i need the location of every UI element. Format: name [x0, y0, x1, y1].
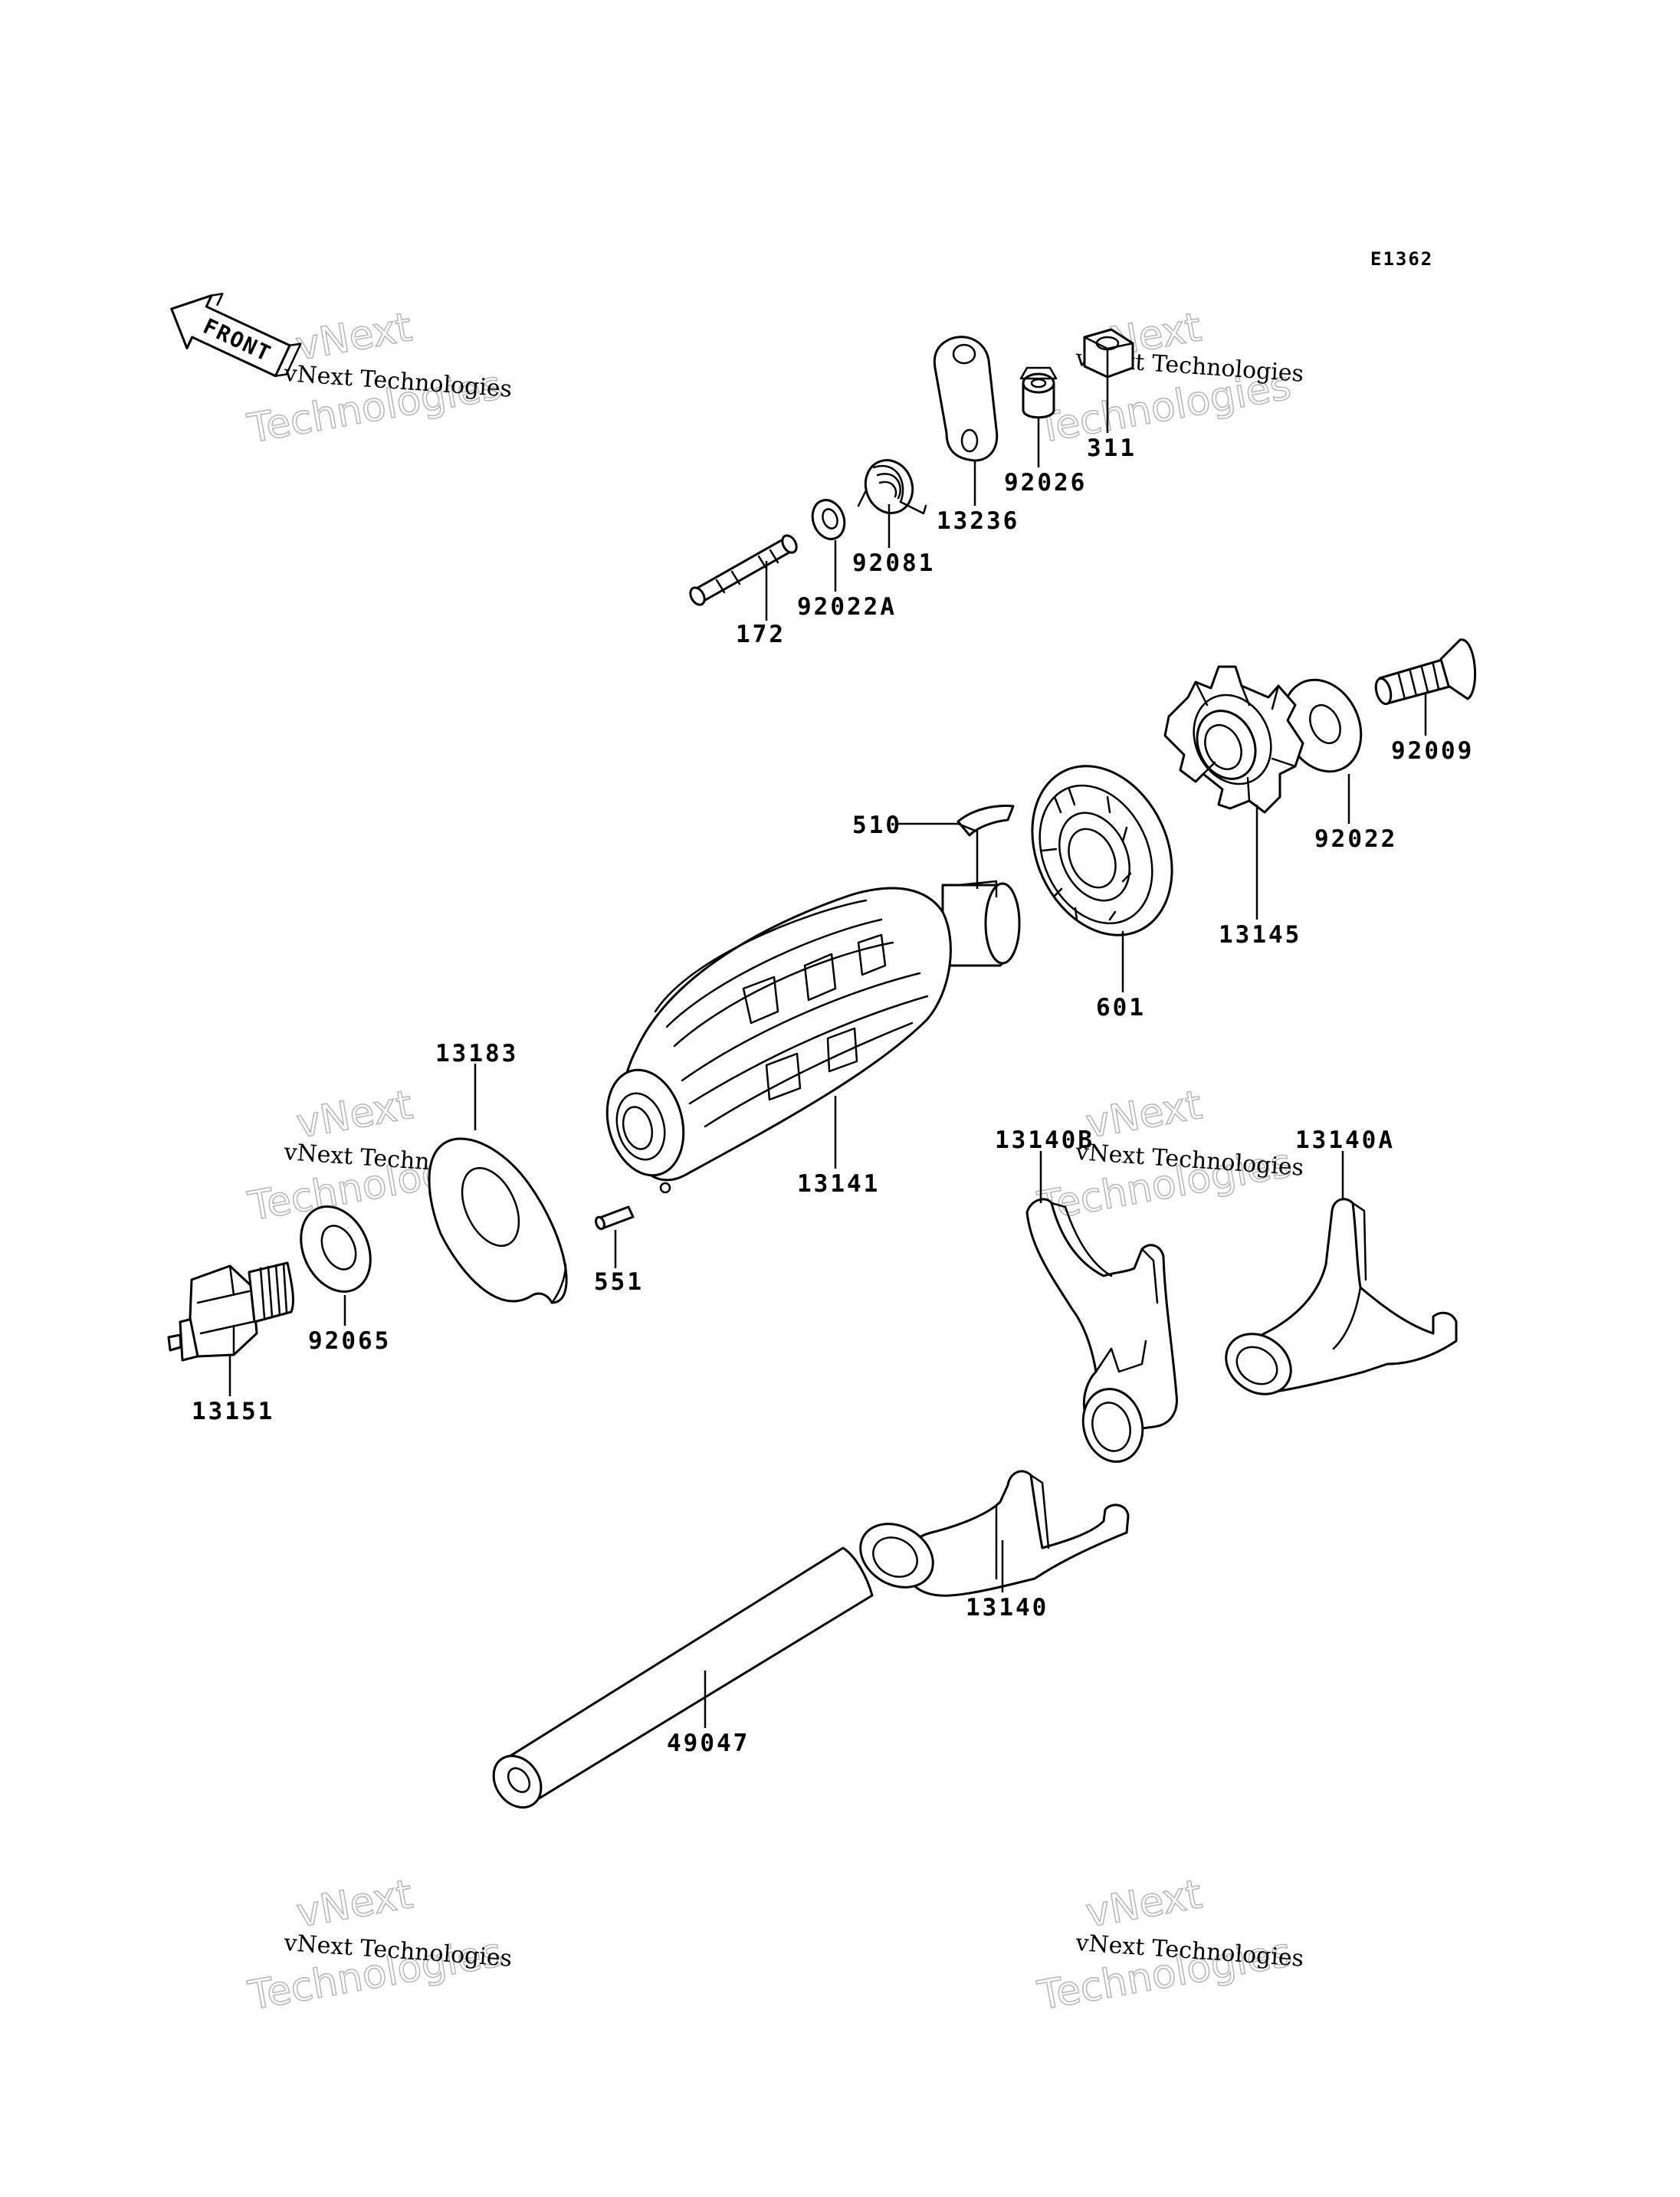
watermark-big-1: vNext: [294, 1871, 416, 1936]
part-92081-spring: [857, 459, 927, 515]
part-172-pin: [689, 534, 798, 606]
part-92022-washer: [1281, 678, 1363, 773]
part-92009-screw: [1374, 638, 1477, 706]
label-92081: 92081: [852, 549, 935, 577]
label-92026: 92026: [1004, 469, 1087, 497]
label-13183: 13183: [435, 1040, 518, 1067]
label-13151: 13151: [192, 1398, 274, 1425]
label-92022: 92022: [1314, 825, 1397, 853]
label-92065: 92065: [308, 1327, 391, 1355]
leader-510: [897, 822, 979, 889]
part-13140B-fork: [1025, 1198, 1178, 1463]
leader-lines: [228, 377, 1427, 1728]
label-13140B: 13140B: [995, 1126, 1094, 1154]
part-13236-lever: [933, 336, 999, 462]
part-311-nut: [1083, 328, 1134, 379]
label-13236: 13236: [937, 507, 1019, 535]
label-49047: 49047: [667, 1730, 750, 1757]
label-13140A: 13140A: [1295, 1126, 1395, 1154]
label-13141: 13141: [797, 1170, 880, 1198]
watermark-big-1: vNext: [1083, 1871, 1206, 1936]
part-13151-neutral-switch: [167, 1261, 294, 1362]
part-92022A-washer: [811, 499, 846, 540]
label-551: 551: [594, 1268, 644, 1296]
part-601-bearing: [1031, 765, 1173, 936]
part-13145-cam-plate: [1163, 665, 1304, 814]
part-13183-plate: [428, 1137, 568, 1304]
label-13145: 13145: [1219, 921, 1301, 949]
label-92009: 92009: [1391, 737, 1474, 765]
part-13140-fork: [859, 1470, 1130, 1597]
diagram-code: E1362: [1370, 248, 1433, 270]
watermark-big-1: vNext: [1083, 1082, 1206, 1147]
part-92065-washer: [300, 1205, 372, 1293]
label-601: 601: [1096, 994, 1146, 1021]
label-92022A: 92022A: [797, 593, 897, 621]
label-172: 172: [736, 621, 786, 648]
watermark-big-1: vNext: [294, 1082, 416, 1147]
watermark-big-1: vNext: [293, 304, 415, 369]
part-92026-collar: [1019, 366, 1058, 419]
part-13141-shift-drum: [605, 880, 1021, 1194]
part-551-pin: [595, 1205, 635, 1231]
part-labels: 172 92022A 92081 13236 92026 311 92009 9…: [192, 434, 1474, 1757]
label-311: 311: [1087, 434, 1137, 462]
label-510: 510: [852, 812, 902, 839]
part-49047-shaft: [492, 1546, 874, 1809]
label-13140: 13140: [966, 1594, 1048, 1622]
part-13140A-fork: [1225, 1198, 1458, 1395]
part-510-key: [956, 805, 1015, 837]
front-arrow-icon: FRONT: [170, 293, 302, 378]
